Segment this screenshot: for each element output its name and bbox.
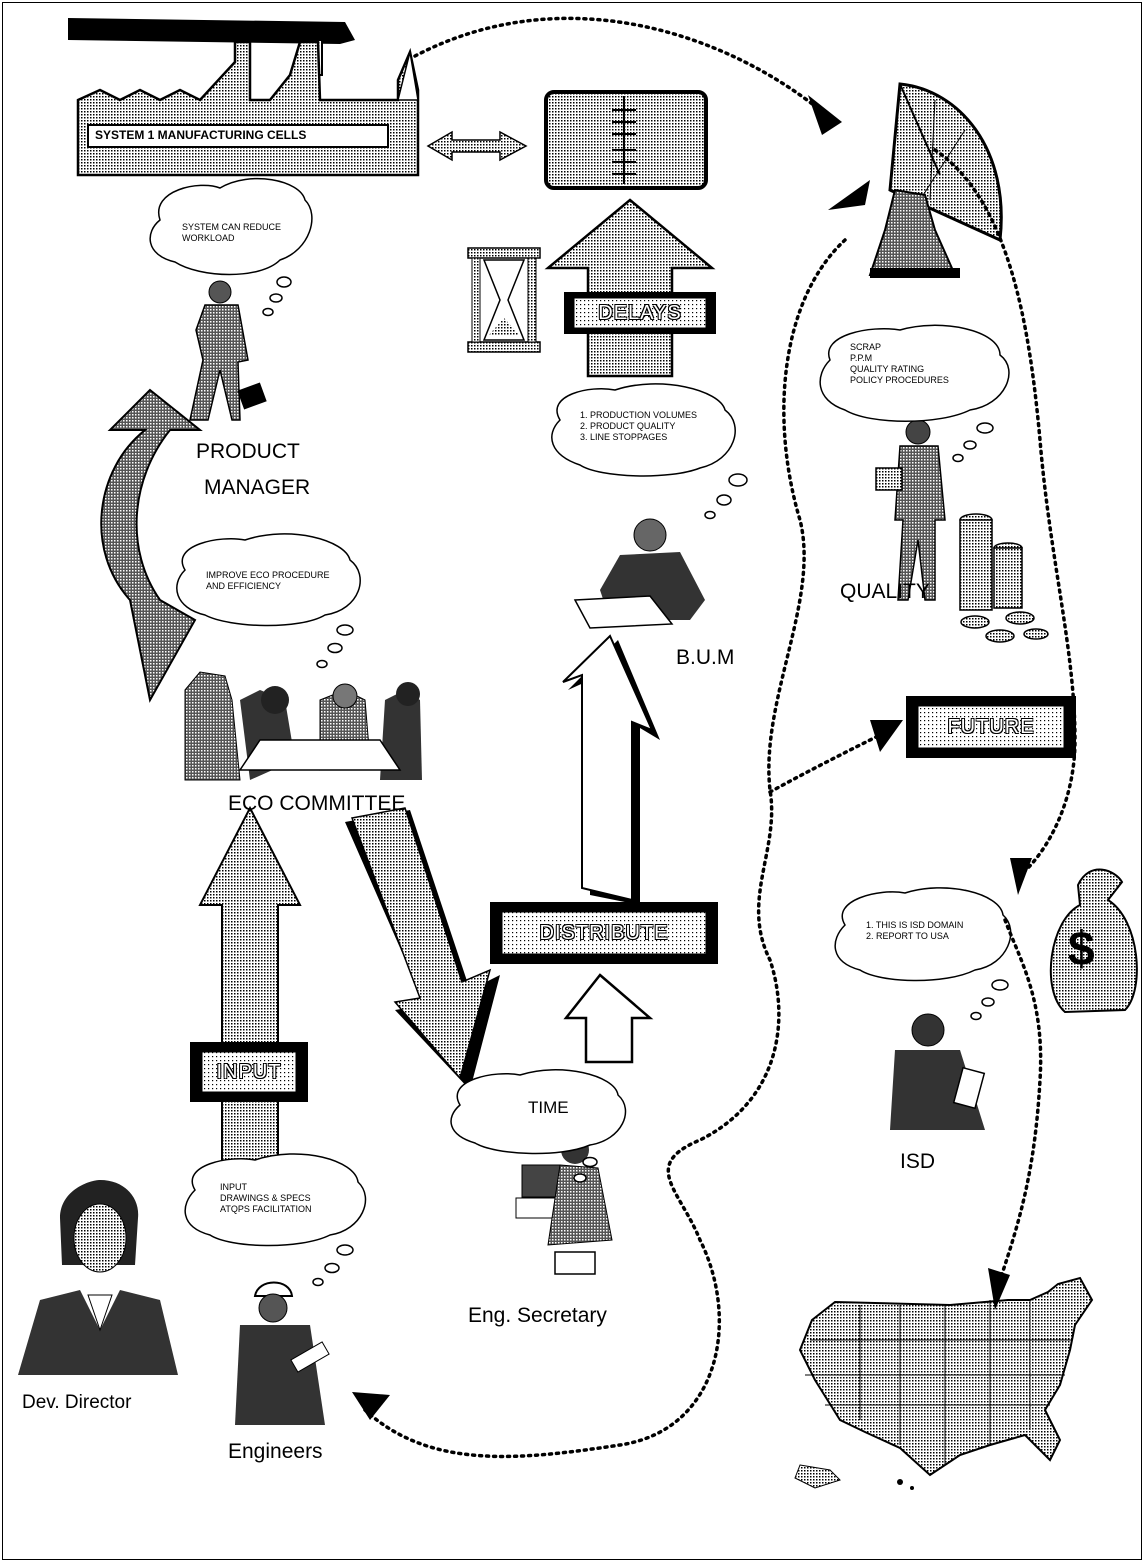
thought-cloud-isd [834, 887, 1012, 1021]
thought-cloud-engineers [184, 1153, 367, 1287]
dotted-flow-line [933, 148, 1077, 877]
walking-businessman-icon [189, 280, 267, 421]
label-isd: ISD [900, 1150, 936, 1173]
thought-cloud-bum [551, 383, 748, 520]
distribute-box-icon [490, 902, 718, 964]
coins-icon [959, 513, 1049, 643]
usa-map-icon [794, 1276, 1094, 1490]
label-engineers: Engineers [228, 1440, 323, 1463]
label-eng-secretary: Eng. Secretary [468, 1304, 607, 1327]
label-manager: MANAGER [204, 476, 311, 499]
factory-label: SYSTEM 1 MANUFACTURING CELLS [95, 128, 307, 142]
notebook-icon [544, 90, 708, 190]
thought-cloud-quality [819, 324, 1010, 463]
money-bag-icon [1049, 868, 1138, 1014]
dotted-flow-line [768, 733, 882, 794]
hourglass-icon [467, 247, 541, 353]
thought-text-secretary: TIME [528, 1098, 569, 1117]
tall-up-arrow-icon [562, 634, 660, 905]
future-label: FUTURE [947, 715, 1035, 738]
arrowhead-icon [808, 95, 842, 135]
dollar-sign-icon: $ [1068, 923, 1095, 976]
arrowhead-icon [352, 1392, 390, 1420]
label-eco-committee: ECO COMMITTEE [228, 792, 406, 815]
future-box-icon [906, 696, 1076, 758]
distribute-label: DISTRIBUTE [539, 921, 669, 944]
thought-cloud-secretary [450, 1069, 627, 1183]
delays-label: DELAYS [598, 301, 682, 324]
arrowhead-icon [988, 1268, 1010, 1310]
bum-desk-icon [573, 518, 705, 629]
double-arrow-icon [426, 130, 528, 162]
arrowhead-icon [870, 720, 903, 752]
engineer-hardhat-icon [235, 1281, 330, 1425]
label-dev-director: Dev. Director [22, 1392, 132, 1413]
arrowhead-icon [1010, 858, 1032, 895]
label-quality: QUALITY [840, 580, 930, 603]
satellite-dish-icon [868, 82, 1003, 278]
curved-arrow-icon [100, 388, 203, 703]
small-up-arrow-icon [563, 973, 654, 1064]
dotted-flow-line [998, 918, 1043, 1282]
thought-cloud-eco [176, 533, 361, 669]
thought-cloud-product-manager [149, 177, 313, 317]
input-arrow-icon [190, 805, 308, 1166]
dotted-flow-line [363, 238, 847, 1459]
quality-businessman-icon [875, 419, 946, 601]
diagonal-arrow-icon [345, 807, 500, 1090]
secretary-computer-icon [515, 1136, 613, 1275]
label-bum: B.U.M [676, 646, 735, 669]
factory-icon [68, 18, 420, 177]
label-product: PRODUCT [196, 440, 300, 463]
isd-person-icon [890, 1013, 986, 1130]
delays-arrow-icon [544, 198, 716, 378]
input-label: INPUT [216, 1060, 282, 1083]
committee-meeting-icon [184, 671, 422, 781]
arrowheads [352, 95, 1032, 1420]
dotted-flow-line [413, 16, 822, 112]
arrowhead-icon [828, 180, 870, 210]
dev-director-portrait-icon [18, 1180, 178, 1375]
